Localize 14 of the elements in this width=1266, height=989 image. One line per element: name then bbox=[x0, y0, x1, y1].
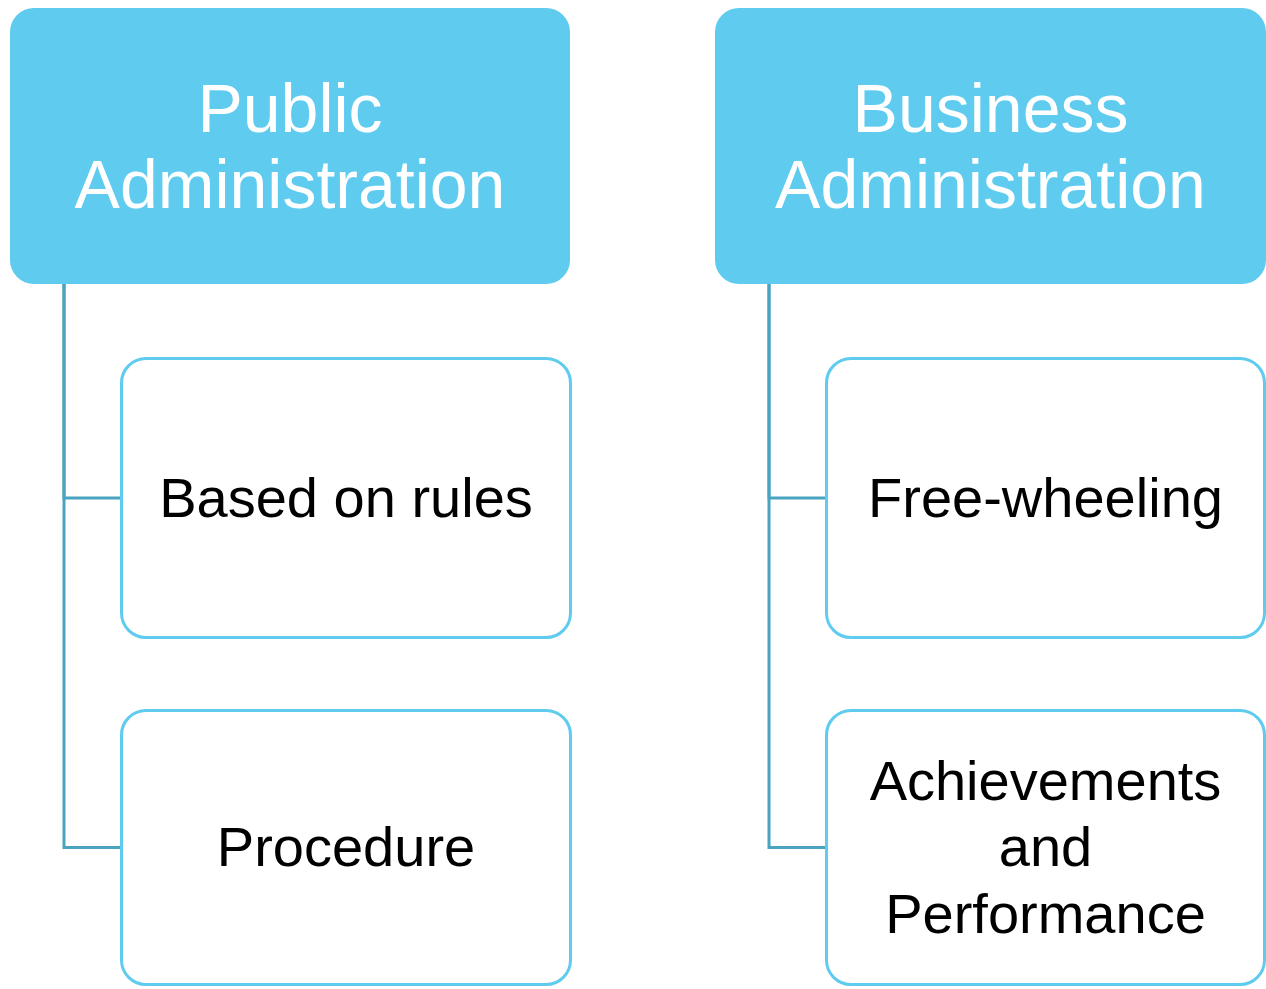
item-text: Achievements and Performance bbox=[868, 748, 1223, 947]
item-text: Procedure bbox=[216, 814, 476, 881]
header-box bbox=[715, 8, 1266, 284]
item-box bbox=[825, 709, 1266, 986]
header-box bbox=[10, 8, 570, 284]
item-box bbox=[120, 709, 572, 986]
item-text: Free-wheeling bbox=[868, 464, 1223, 531]
connector-line bbox=[62, 284, 120, 849]
connector-line bbox=[767, 284, 825, 849]
item-box bbox=[825, 357, 1266, 639]
item-box bbox=[120, 357, 572, 639]
header-text: Business Administration bbox=[774, 69, 1207, 223]
header-text: Public Administration bbox=[73, 69, 507, 223]
item-text: Based on rules bbox=[159, 464, 533, 531]
